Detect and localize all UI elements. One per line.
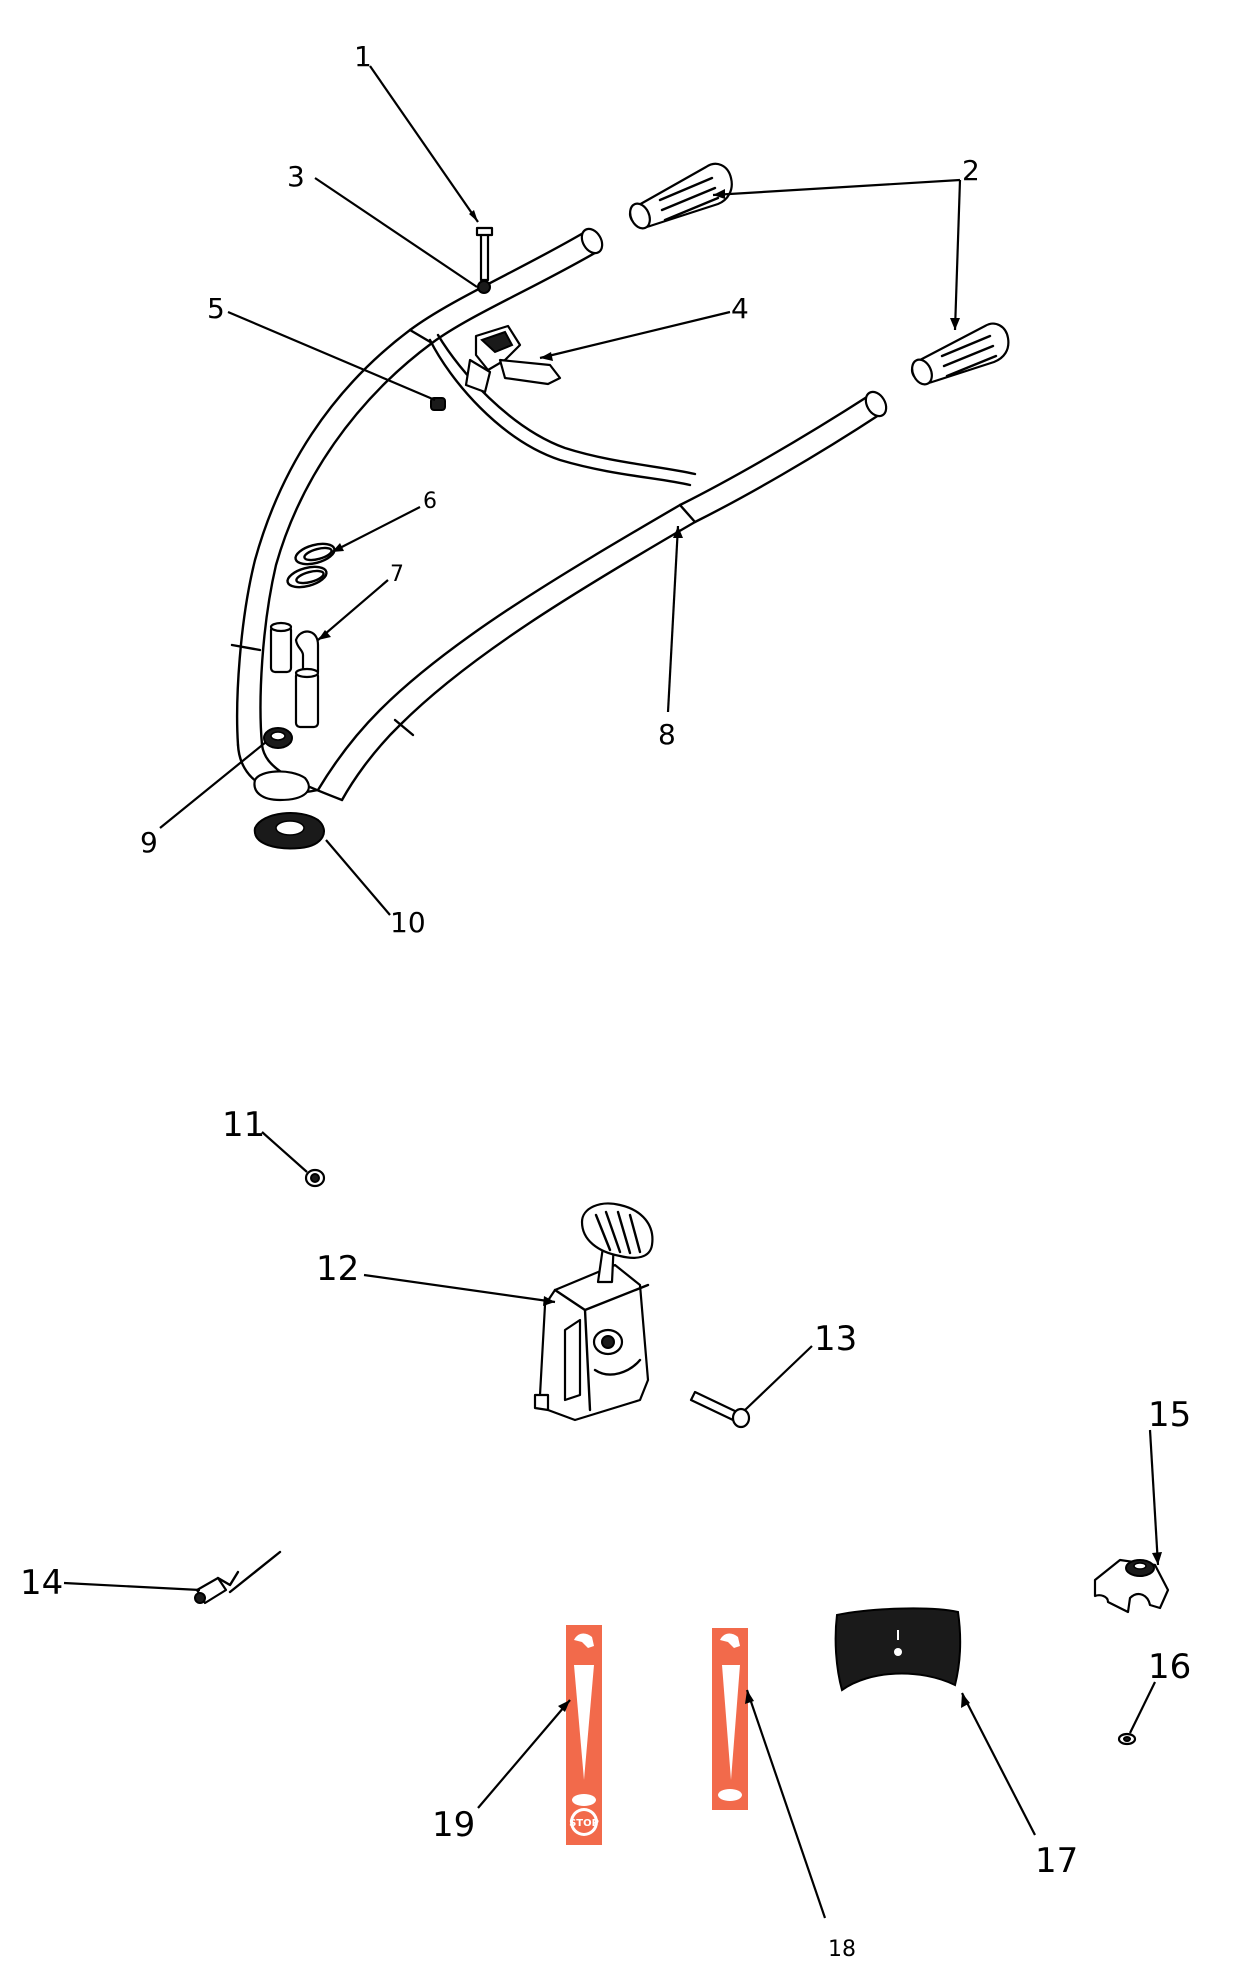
part-4-lever xyxy=(464,324,562,394)
part-6-clips xyxy=(286,542,336,589)
callout-4: 4 xyxy=(731,292,749,325)
part-13-pin xyxy=(689,1390,751,1429)
callout-9: 9 xyxy=(140,826,158,859)
callout-6: 6 xyxy=(423,489,437,514)
part-2-grip-upper xyxy=(628,162,733,230)
part-7-sleeves xyxy=(269,621,320,729)
callout-3: 3 xyxy=(287,160,305,193)
part-9-grommet xyxy=(263,727,293,749)
handlebar-frame xyxy=(230,227,888,802)
callout-1: 1 xyxy=(354,40,372,73)
part-2-grip-lower xyxy=(910,322,1010,386)
callout-7: 7 xyxy=(390,562,404,587)
callout-19: 19 xyxy=(432,1805,475,1845)
callout-labels: 1 2 3 4 5 6 7 8 9 10 11 12 13 14 15 16 1… xyxy=(20,40,1191,1962)
decal-stop-text: STOP xyxy=(569,1818,599,1829)
part-18-decal xyxy=(712,1628,748,1810)
part-15-clamp xyxy=(1093,1558,1170,1614)
part-17-plate xyxy=(834,1607,962,1692)
callout-12: 12 xyxy=(316,1249,359,1289)
part-11-nut xyxy=(304,1168,326,1188)
part-10-pad xyxy=(253,812,325,850)
callout-16: 16 xyxy=(1148,1647,1191,1687)
callout-5: 5 xyxy=(207,292,225,325)
callout-14: 14 xyxy=(20,1563,63,1603)
part-16-washer xyxy=(1117,1732,1137,1746)
part-14-cable xyxy=(194,1550,282,1605)
callout-8: 8 xyxy=(658,718,676,751)
callout-17: 17 xyxy=(1035,1841,1078,1881)
part-19-decal: STOP xyxy=(566,1625,602,1845)
callout-13: 13 xyxy=(814,1319,857,1359)
part-5-nut xyxy=(430,397,446,411)
part-1-bolt xyxy=(475,226,494,294)
callout-2: 2 xyxy=(962,154,980,187)
callout-18: 18 xyxy=(828,1937,856,1962)
callout-15: 15 xyxy=(1148,1395,1191,1435)
leader-lines xyxy=(63,65,1162,1919)
part-12-throttle-control xyxy=(533,1202,654,1422)
callout-11: 11 xyxy=(222,1105,265,1145)
callout-10: 10 xyxy=(390,906,426,939)
